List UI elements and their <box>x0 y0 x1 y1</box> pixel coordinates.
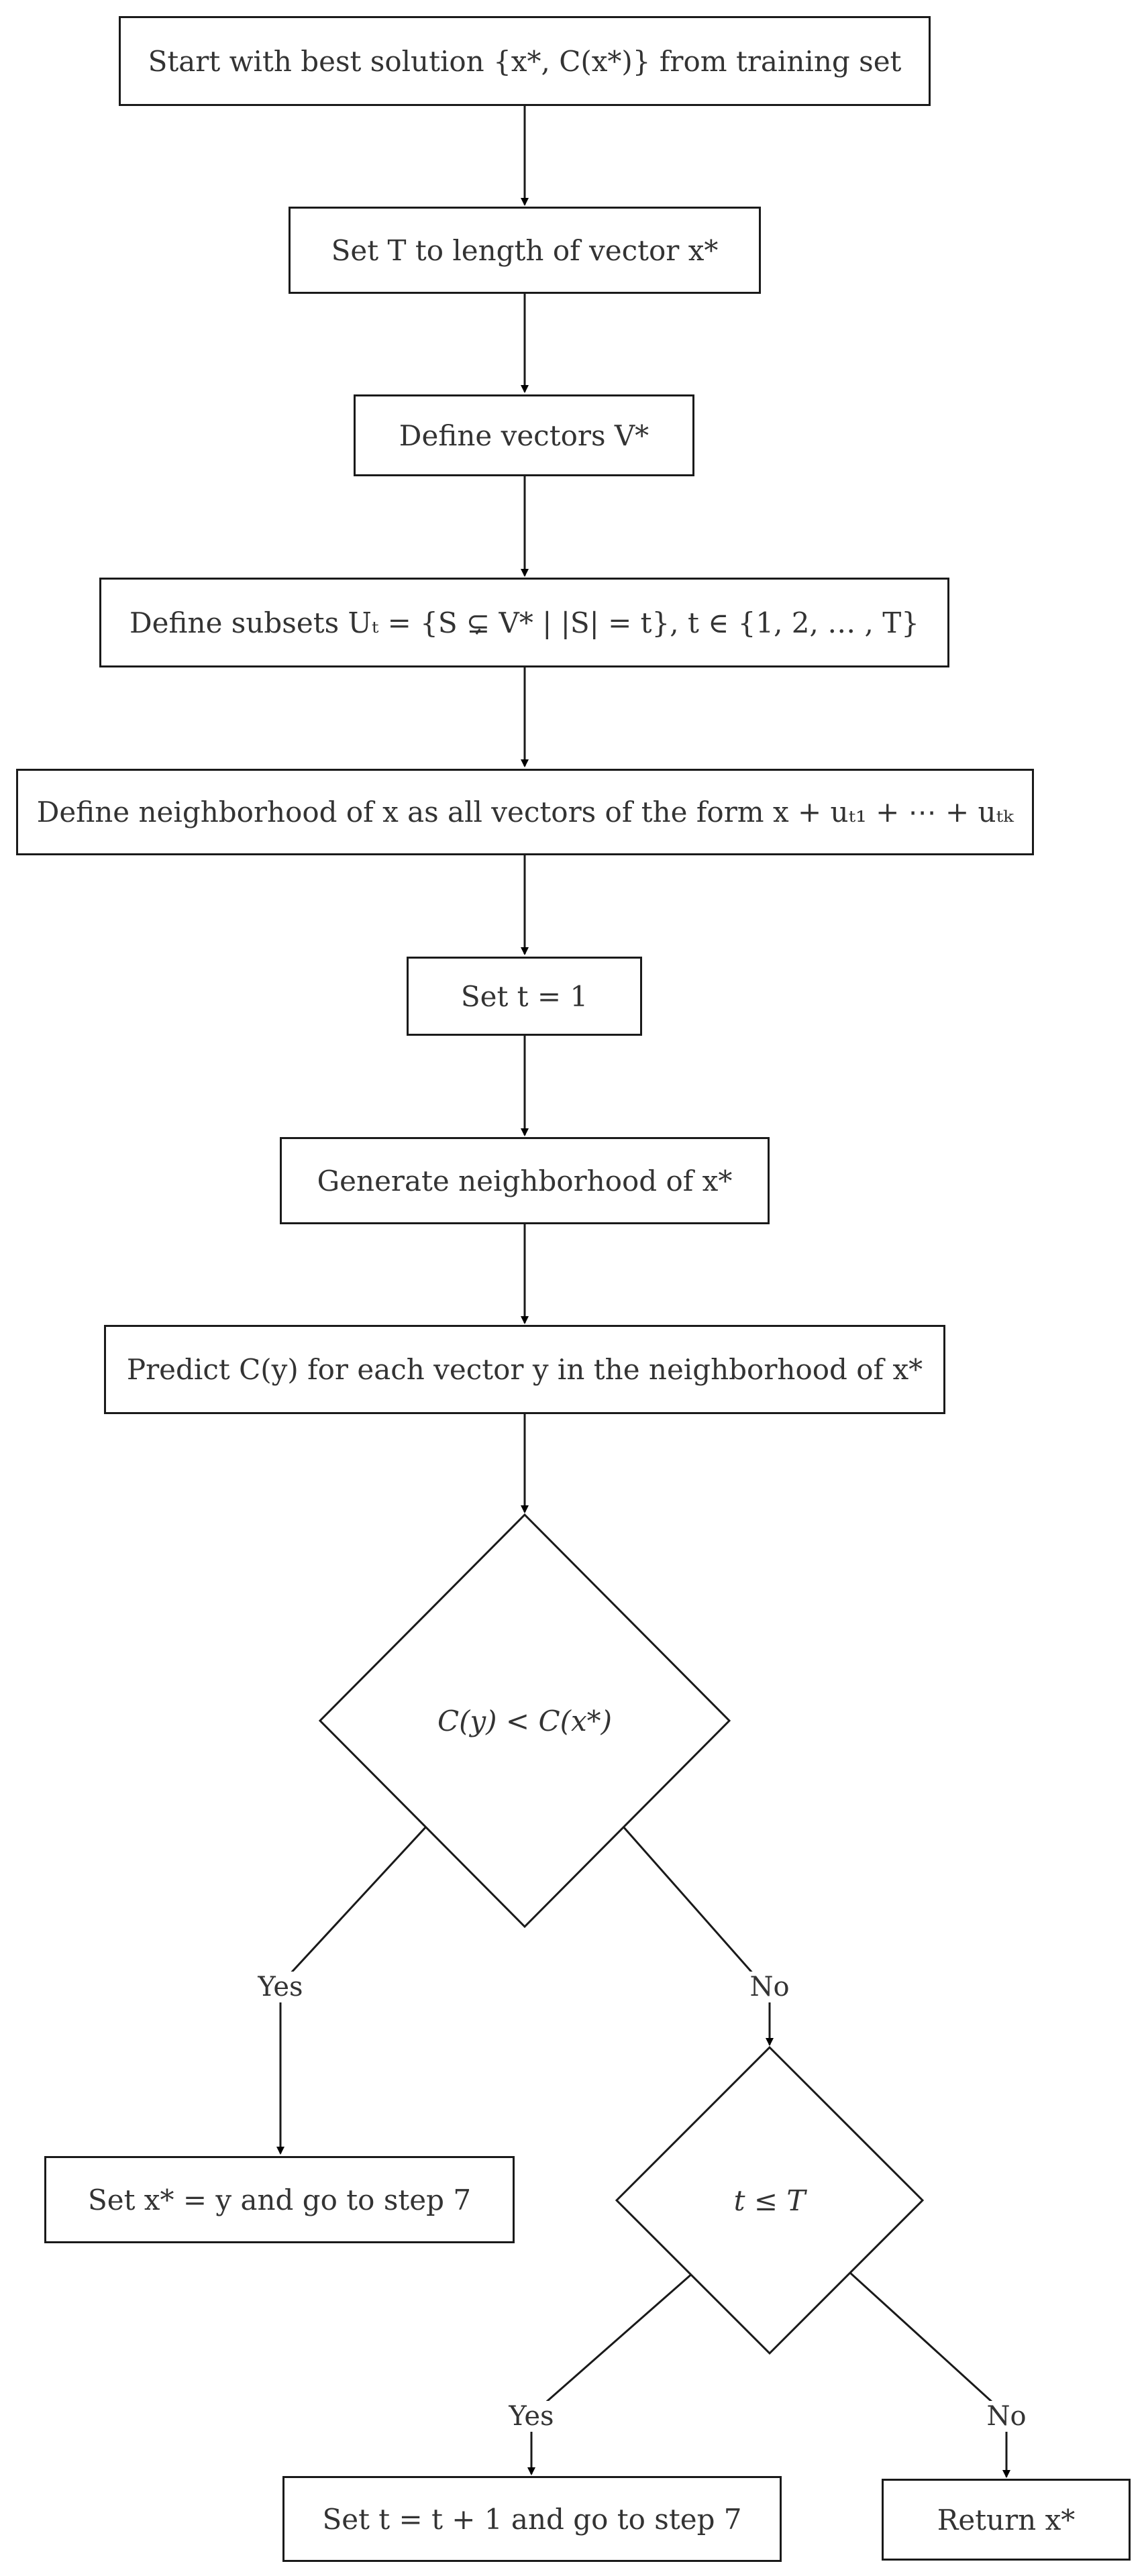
decision-cost-text: C(y) < C(x*) <box>437 1704 613 1737</box>
node-set-t-1-text: Set t = 1 <box>460 979 588 1013</box>
decision-t-text: t ≤ T <box>733 2184 806 2217</box>
node-define-V: Define vectors V* <box>354 394 694 476</box>
edge-label-t-yes: Yes <box>506 2401 557 2432</box>
edge-label-cost-no: No <box>747 1972 792 2002</box>
edge-t-no <box>849 2271 1010 2478</box>
node-define-neighborhood-text: Define neighborhood of x as all vectors … <box>36 796 1014 828</box>
node-set-T-text: Set T to length of vector x* <box>331 233 719 267</box>
node-increment-t-text: Set t = t + 1 and go to step 7 <box>322 2502 742 2536</box>
decision-cost-diamond <box>318 1513 731 1929</box>
decision-t-diamond <box>615 2045 925 2355</box>
node-return-text: Return x* <box>937 2503 1076 2536</box>
node-return: Return x* <box>882 2479 1131 2561</box>
node-set-t-1: Set t = 1 <box>407 957 642 1036</box>
node-define-V-text: Define vectors V* <box>399 419 649 452</box>
node-start-text: Start with best solution {x*, C(x*)} fro… <box>148 44 902 78</box>
edge-cost-no <box>621 1825 774 2046</box>
edge-label-t-no: No <box>984 2401 1029 2432</box>
node-define-U: Define subsets Uₜ = {S ⊊ V* | |S| = t}, … <box>99 578 949 667</box>
edge-label-cost-yes: Yes <box>255 1972 306 2002</box>
node-increment-t: Set t = t + 1 and go to step 7 <box>282 2476 782 2562</box>
edge-t-yes <box>527 2271 694 2475</box>
node-set-x: Set x* = y and go to step 7 <box>44 2156 515 2243</box>
node-generate-neighborhood: Generate neighborhood of x* <box>280 1137 770 1224</box>
node-generate-neighborhood-text: Generate neighborhood of x* <box>317 1164 733 1197</box>
node-predict: Predict C(y) for each vector y in the ne… <box>104 1325 945 1414</box>
node-define-neighborhood: Define neighborhood of x as all vectors … <box>16 769 1034 855</box>
node-start: Start with best solution {x*, C(x*)} fro… <box>119 16 931 106</box>
node-set-T: Set T to length of vector x* <box>289 207 761 294</box>
node-set-x-text: Set x* = y and go to step 7 <box>87 2183 472 2216</box>
node-predict-text: Predict C(y) for each vector y in the ne… <box>126 1353 923 1386</box>
node-define-U-text: Define subsets Uₜ = {S ⊊ V* | |S| = t}, … <box>129 606 919 639</box>
